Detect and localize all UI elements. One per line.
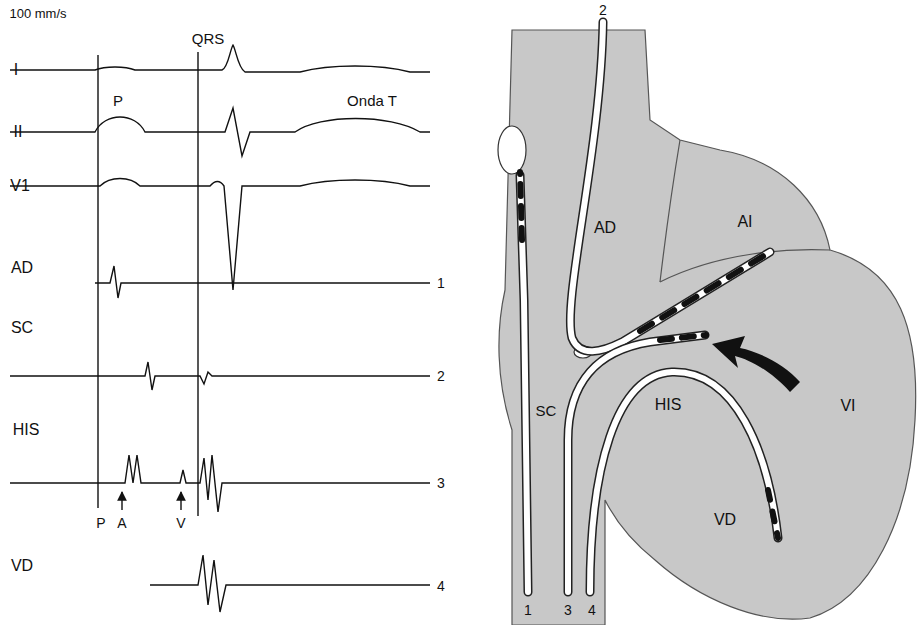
channel-name: SC [11, 320, 33, 336]
trace [10, 45, 430, 72]
trace [150, 555, 430, 612]
heart [498, 22, 916, 625]
callout-number: 1 [524, 603, 532, 617]
timing-line [197, 52, 198, 516]
wave-label: P [96, 516, 105, 530]
chamber-label: VD [714, 512, 736, 528]
wave-label: A [117, 516, 126, 530]
callout-number: 2 [599, 3, 607, 17]
chamber-border [660, 140, 680, 282]
timing-line [97, 55, 98, 508]
channel-name: AD [11, 260, 33, 276]
channel-name: VD [11, 558, 33, 574]
trace [10, 362, 430, 390]
lead-name: I [14, 62, 18, 78]
channel-name: HIS [13, 422, 40, 438]
conduction-arrow [712, 336, 800, 392]
callout-number: 4 [437, 579, 445, 593]
lead-name: II [14, 124, 23, 140]
callout-number: 3 [437, 476, 445, 490]
pointer-arrow [180, 492, 181, 510]
callout-number: 4 [588, 603, 596, 617]
chamber-label: AD [594, 220, 616, 236]
callout-number: 2 [437, 369, 445, 383]
callout-number: 3 [564, 603, 572, 617]
pointer-arrow [121, 492, 122, 510]
trace [10, 108, 430, 156]
callout-number: 1 [437, 276, 445, 290]
trace [10, 179, 430, 291]
wave-label: V [176, 516, 185, 530]
wave-label: Onda T [347, 93, 397, 108]
wave-label: P [113, 93, 123, 108]
atrial-appendage [498, 126, 526, 174]
trace [95, 266, 430, 298]
chamber-label: HIS [655, 397, 682, 413]
ecg-traces [10, 45, 430, 612]
wave-label: QRS [192, 31, 225, 46]
chamber-label: VI [840, 398, 855, 414]
chamber-label: SC [536, 403, 557, 418]
heart-outline [499, 30, 916, 625]
lead-name: V1 [10, 178, 30, 194]
trace [10, 455, 430, 512]
chamber-label: AI [737, 214, 752, 230]
catheters [520, 22, 778, 592]
speed-label: 100 mm/s [9, 7, 66, 20]
